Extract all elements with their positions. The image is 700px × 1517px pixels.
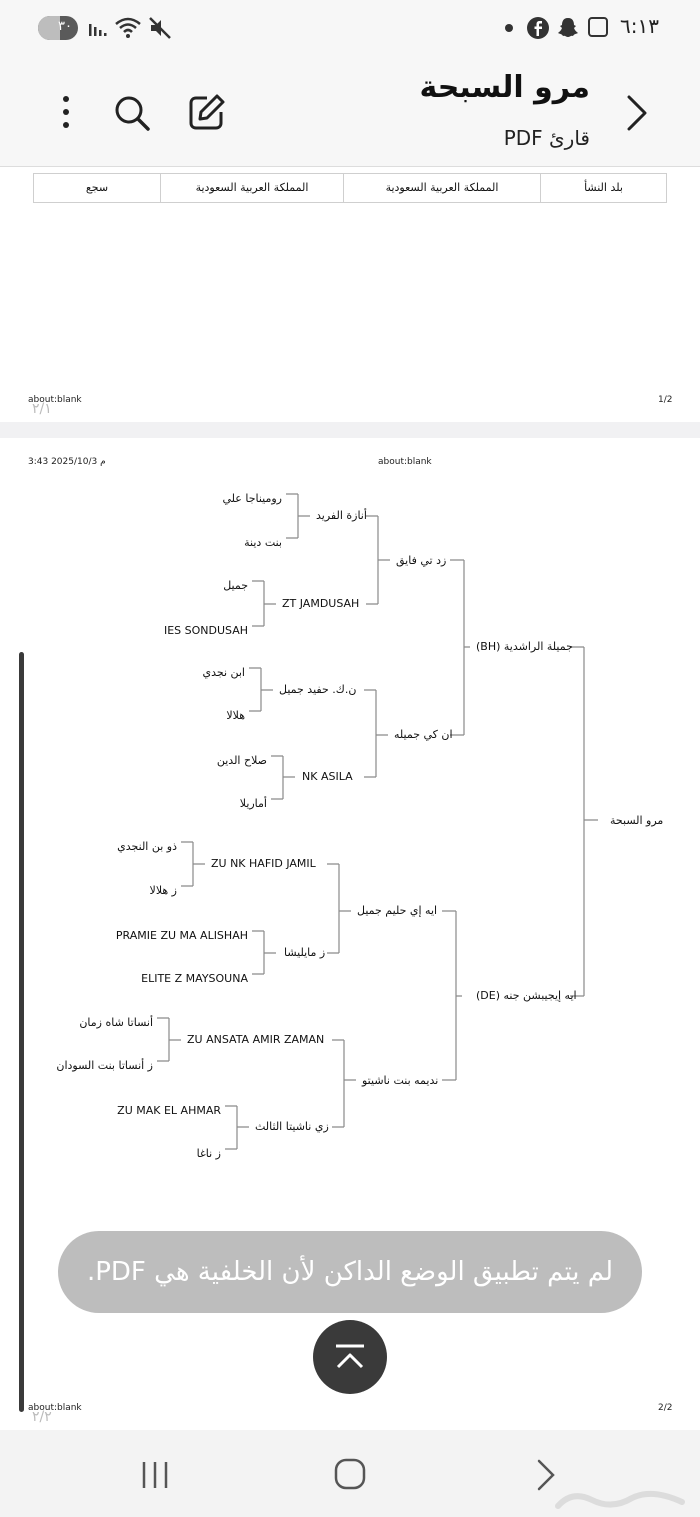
pedigree-g4: رومیناجا علي	[222, 492, 282, 505]
document-title: مرو السبحة	[419, 70, 590, 105]
pedigree-sire: جميلة الراشدية (BH)	[476, 640, 573, 653]
pedigree-subject: مرو السبحة	[610, 814, 664, 827]
battery-indicator: ٣٠	[38, 16, 78, 40]
watermark-logo	[555, 1490, 685, 1509]
snapchat-icon	[558, 18, 578, 37]
pedigree-gp: ايه إي حليم جميل	[357, 904, 438, 917]
table-cell: المملكة العربية السعودية	[160, 173, 344, 203]
pedigree-lines	[157, 493, 598, 1150]
pedigree-g4: IES SONDUSAH	[163, 624, 248, 637]
back-chevron-icon[interactable]	[624, 94, 650, 132]
scroll-top-button[interactable]	[313, 1320, 387, 1394]
pedigree-gp: زد تي فايق	[396, 554, 447, 567]
scrollbar[interactable]	[19, 652, 24, 1412]
origin-table-row: بلد النشأ المملكة العربية السعودية الممل…	[33, 173, 667, 204]
mute-icon	[149, 17, 171, 39]
pedigree-g4: ز أنساتا بنت السودان	[56, 1059, 153, 1072]
pdf-page-1: بلد النشأ المملكة العربية السعودية الممل…	[0, 167, 700, 422]
pedigree-g4: بنت دينة	[244, 536, 282, 549]
pedigree-g3: ZU NK HAFID JAMIL	[211, 857, 316, 870]
pedigree-g4: ELITE Z MAYSOUNA	[141, 972, 248, 985]
pedigree-g3: ن.ك. حفيد جميل	[279, 683, 357, 696]
table-cell: سجع	[33, 173, 161, 203]
more-vert-icon[interactable]	[54, 94, 78, 130]
recents-icon[interactable]	[140, 1460, 170, 1490]
pedigree-g3: ز مايليشا	[284, 946, 326, 959]
clock: ٦:١٣	[620, 14, 659, 38]
pedigree-g4: ز هلالا	[149, 884, 177, 897]
scroll-top-icon	[336, 1344, 364, 1369]
pedigree-g4: ذو بن النجدي	[117, 840, 177, 853]
pedigree-gp: نديمه بنت ناشيتو	[362, 1074, 439, 1087]
page-footer-url: about:blank	[28, 1403, 82, 1413]
signal-icon	[89, 24, 107, 36]
edit-icon[interactable]	[187, 92, 227, 132]
page-footer-number: 1/2	[658, 395, 673, 405]
table-cell: بلد النشأ	[540, 173, 667, 203]
pedigree-dam: ايه إيجيبشن جنه (DE)	[476, 989, 577, 1002]
page-footer-url: about:blank	[28, 395, 82, 405]
notification-dot	[505, 24, 513, 32]
pedigree-g3: أنازة الفريد	[316, 509, 367, 522]
pedigree-g4: ابن نجدي	[202, 666, 245, 679]
page-indicator-overlay: ٢/١	[32, 401, 52, 417]
home-icon[interactable]	[334, 1458, 366, 1490]
page-header-url: about:blank	[378, 457, 432, 467]
system-nav-bar	[0, 1430, 700, 1517]
page-header-datetime: 3:43 2025/10/3 م	[28, 457, 106, 467]
pedigree-gp: ان كي جميله	[394, 728, 453, 741]
page-footer-number: 2/2	[658, 1403, 673, 1413]
search-icon[interactable]	[113, 94, 151, 132]
dark-mode-toast: لم يتم تطبيق الوضع الداكن لأن الخلفية هي…	[58, 1231, 642, 1313]
status-bar: ٣٠ ٦:١٣	[0, 0, 700, 58]
pedigree-g3: NK ASILA	[302, 770, 353, 783]
pedigree-g4: ZU MAK EL AHMAR	[117, 1104, 221, 1117]
pedigree-g4: أماريلا	[239, 797, 267, 810]
pedigree-g3: زي ناشيتا الثالث	[255, 1120, 329, 1133]
pedigree-g3: ZU ANSATA AMIR ZAMAN	[187, 1033, 325, 1046]
battery-level: ٣٠	[58, 19, 72, 34]
wifi-icon	[115, 17, 141, 38]
table-cell: المملكة العربية السعودية	[343, 173, 541, 203]
pedigree-g4: صلاح الدين	[216, 754, 267, 767]
pedigree-g4: أنساتا شاه زمان	[79, 1016, 153, 1029]
pedigree-g4: جميل	[223, 579, 248, 592]
nav-back-icon[interactable]	[535, 1458, 557, 1492]
screenshot-notif-icon	[588, 17, 608, 37]
pedigree-g4: PRAMIE ZU MA ALISHAH	[115, 929, 248, 942]
document-subtitle: قارئ PDF	[503, 126, 590, 150]
page-indicator-overlay: ٢/٢	[32, 1409, 52, 1425]
pedigree-g4: هلالا	[226, 709, 245, 722]
facebook-icon	[527, 17, 549, 39]
app-header: مرو السبحة قارئ PDF	[0, 58, 700, 167]
pedigree-g4: ز ناغا	[196, 1147, 221, 1160]
pedigree-g3: ZT JAMDUSAH	[282, 597, 360, 610]
